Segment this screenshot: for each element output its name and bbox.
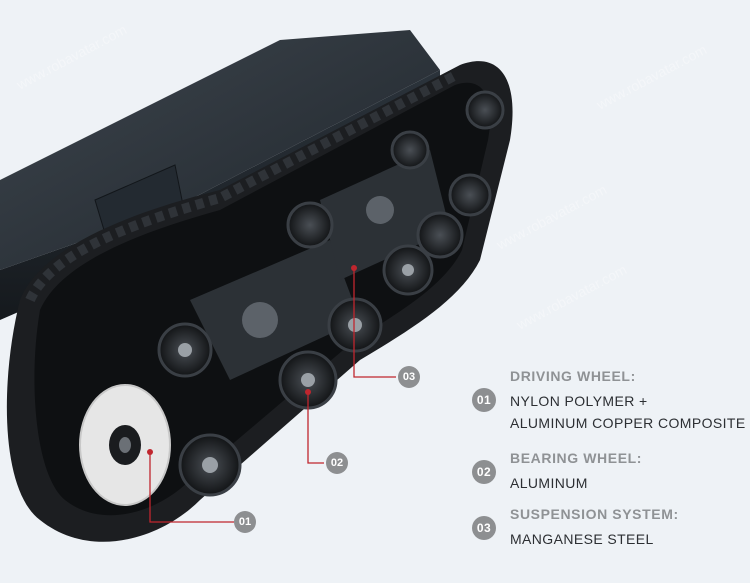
leader-dots	[147, 265, 357, 455]
watermark: www.robavatar.com	[493, 181, 609, 253]
driving-wheel	[79, 384, 171, 506]
legend-title: SUSPENSION SYSTEM:	[510, 506, 679, 522]
watermark: www.robavatar.com	[593, 41, 709, 113]
legend-number-badge: 03	[472, 516, 496, 540]
legend-description: NYLON POLYMER + ALUMINUM COPPER COMPOSIT…	[510, 390, 746, 434]
watermark: www.robavatar.com	[513, 261, 629, 333]
legend-description: ALUMINUM	[510, 472, 588, 494]
callout-03: 03	[398, 366, 420, 388]
legend-desc-line: NYLON POLYMER +	[510, 393, 648, 409]
legend-desc-line: ALUMINUM COPPER COMPOSITE	[510, 415, 746, 431]
bearing-wheels	[157, 90, 505, 497]
legend-title: DRIVING WHEEL:	[510, 368, 636, 384]
legend-description: MANGANESE STEEL	[510, 528, 654, 550]
legend-number-badge: 02	[472, 460, 496, 484]
legend-number-badge: 01	[472, 388, 496, 412]
legend-desc-line: ALUMINUM	[510, 475, 588, 491]
leader-lines	[149, 268, 396, 523]
material-legend: 01 DRIVING WHEEL: NYLON POLYMER + ALUMIN…	[472, 368, 745, 558]
callout-02: 02	[326, 452, 348, 474]
watermark: www.robavatar.com	[13, 21, 129, 93]
suspension-plates	[190, 150, 450, 380]
legend-title: BEARING WHEEL:	[510, 450, 643, 466]
callout-01: 01	[234, 511, 256, 533]
legend-desc-line: MANGANESE STEEL	[510, 531, 654, 547]
